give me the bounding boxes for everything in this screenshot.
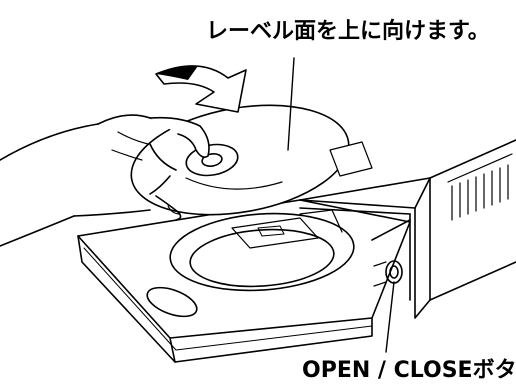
open-close-button (373, 260, 403, 287)
callout-leaders (287, 57, 395, 353)
hand-and-arm (0, 114, 210, 247)
disc-tray (77, 199, 411, 363)
open-close-button-label: OPEN / CLOSEボタン (302, 358, 516, 383)
button-leader (385, 281, 395, 353)
drive-housing (299, 139, 516, 319)
tray-grip (146, 286, 198, 318)
label-side-leader (287, 57, 295, 151)
insert-arrow (155, 65, 247, 113)
drive-vents (447, 153, 513, 221)
label-face-up-instruction: レーベル面を上に向けます。 (206, 19, 490, 44)
